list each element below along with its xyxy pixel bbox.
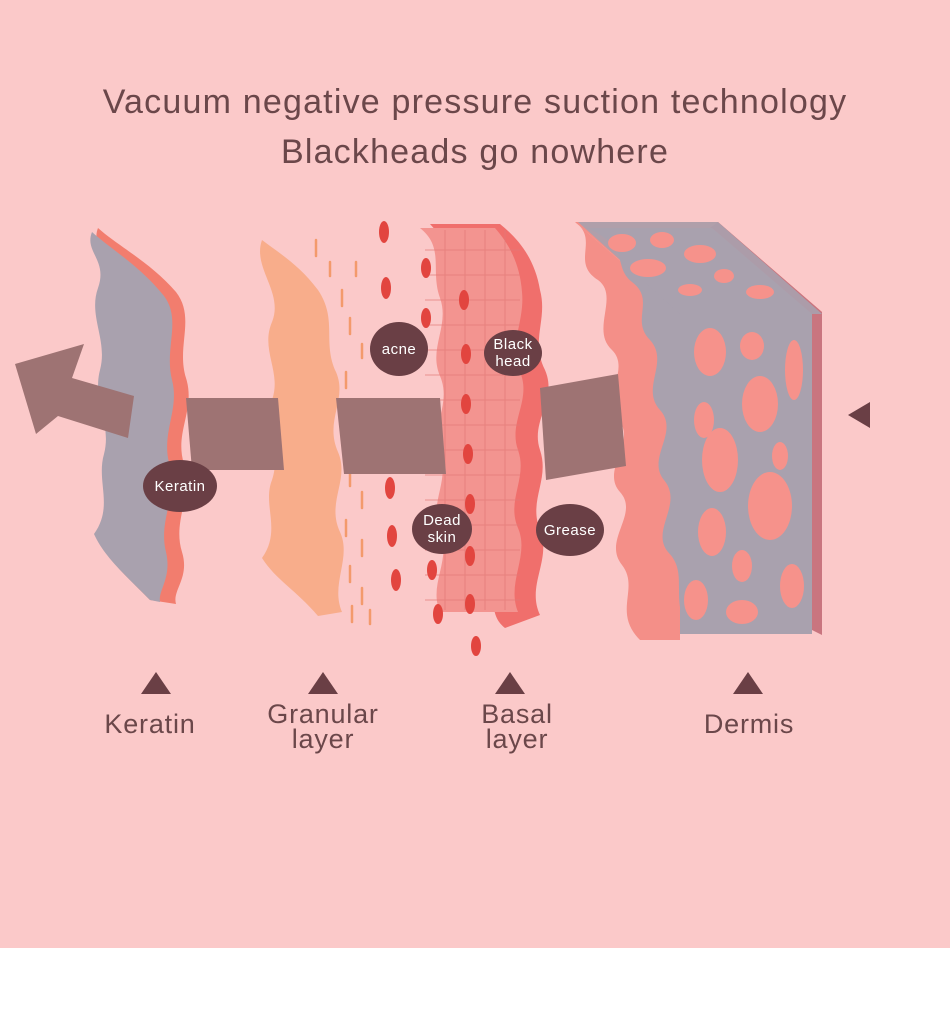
dead-skin-label-line-1: Dead xyxy=(423,512,461,529)
dead-skin-bubble: Dead skin xyxy=(412,504,472,554)
title-line-1: Vacuum negative pressure suction technol… xyxy=(102,83,848,121)
keratin-bubble-label: Keratin xyxy=(154,477,206,495)
dermis-block xyxy=(575,222,822,640)
acne-label: acne xyxy=(381,340,417,358)
basal-marker-icon xyxy=(495,672,525,694)
granular-layer-label: Granular layer xyxy=(267,699,379,754)
keratin-bubble: Keratin xyxy=(143,460,217,512)
acne-bubble: acne xyxy=(370,322,428,376)
grease-label: Grease xyxy=(543,521,597,539)
dead-skin-label-line-2: skin xyxy=(427,529,457,546)
granular-layer xyxy=(260,240,344,616)
granular-marker-icon xyxy=(308,672,338,694)
blackhead-label-line-1: Black xyxy=(493,336,533,353)
keratin-marker-icon xyxy=(141,672,171,694)
blackhead-label-line-2: head xyxy=(495,353,531,370)
suction-arrow-icon xyxy=(15,344,626,480)
skin-layers-illustration xyxy=(15,221,822,656)
blackhead-bubble: Black head xyxy=(484,330,542,376)
dermis-marker-icon xyxy=(733,672,763,694)
basal-layer-label: Basal layer xyxy=(481,699,553,754)
dermis-cells xyxy=(608,232,804,624)
side-pointer-icon xyxy=(848,402,870,428)
basal-dots xyxy=(421,258,481,656)
title-line-2: Blackheads go nowhere xyxy=(280,133,670,171)
keratin-layer-label: Keratin xyxy=(104,709,196,739)
diagram-canvas: Vacuum negative pressure suction technol… xyxy=(0,0,950,948)
dermis-layer-label: Dermis xyxy=(703,709,795,739)
grease-bubble: Grease xyxy=(536,504,604,556)
